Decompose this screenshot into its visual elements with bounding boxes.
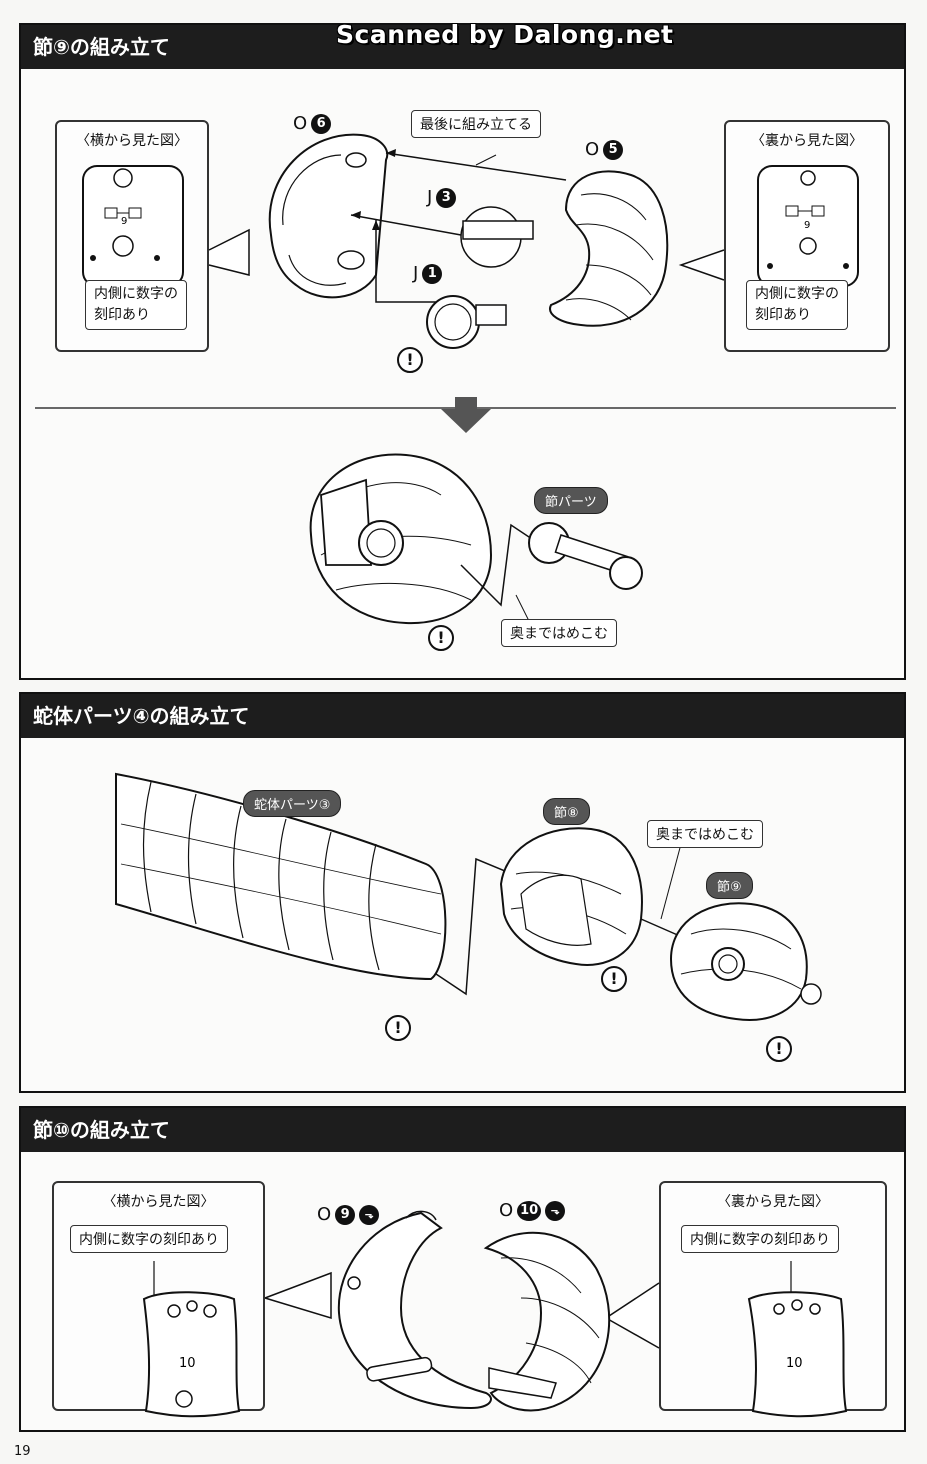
part-O10-label: O 10 ⬎ [499, 1200, 566, 1221]
engraving-note: 内側に数字の刻印あり [70, 1225, 228, 1253]
part-letter: O [293, 113, 308, 134]
side-view-title: 〈横から見た図〉 [76, 133, 188, 149]
section-segment9: 節⑨の組み立て 〈横から見た図〉 9 内側に数字の 刻印あり 〈裏から見た図〉 [19, 23, 906, 680]
push-in-note: 奥まではめこむ [501, 619, 617, 647]
part-number: 6 [311, 113, 332, 134]
part-number: 9 [335, 1204, 356, 1225]
section-title: 節⑨の組み立て [21, 25, 904, 69]
engraving-note: 内側に数字の刻印あり [681, 1225, 839, 1253]
last-assemble-note: 最後に組み立てる [411, 110, 541, 138]
part-number: 3 [436, 187, 457, 208]
page-number: 19 [14, 1444, 31, 1459]
back-view-drawing: 10 [747, 1261, 848, 1418]
part-letter: O [585, 139, 600, 160]
part-letter: J [427, 187, 433, 208]
part-number: 5 [603, 139, 624, 160]
engraving-note: 内側に数字の 刻印あり [746, 280, 848, 330]
engraving-note: 内側に数字の 刻印あり [85, 280, 187, 330]
section-body-part4: 蛇体パーツ④の組み立て 蛇体パーツ③ 節⑧ 奥まではめこむ 節⑨ ! ! ! [19, 692, 906, 1093]
part-O6-label: O 6 [293, 113, 332, 134]
back-view-drawing: 9 [757, 165, 859, 287]
watermark: Scanned by Dalong.net [336, 20, 674, 49]
section-title: 節⑩の組み立て [21, 1108, 904, 1152]
warning-icon: ! [601, 966, 627, 992]
part-letter: O [317, 1204, 332, 1225]
finish-icon: ⬎ [359, 1204, 380, 1225]
segment9-exploded-drawing [35, 133, 896, 409]
side-view-panel: 〈横から見た図〉 9 内側に数字の 刻印あり [55, 120, 209, 352]
joint-part-label: 節パーツ [534, 487, 608, 514]
body-part3-label: 蛇体パーツ③ [243, 790, 342, 817]
push-in-note: 奥まではめこむ [647, 820, 763, 848]
back-view-title: 〈裏から見た図〉 [717, 1194, 829, 1210]
segment9-assembled-drawing [309, 453, 643, 626]
warning-icon: ! [385, 1015, 411, 1041]
segment9-label: 節⑨ [706, 872, 753, 899]
engraved-number: 9 [804, 220, 810, 231]
body-part4-drawing [115, 772, 822, 1021]
part-letter: O [499, 1200, 514, 1221]
part-number: 1 [422, 263, 443, 284]
side-view-title: 〈横から見た図〉 [102, 1194, 215, 1210]
segment10-exploded-drawing [264, 1210, 660, 1412]
warning-icon: ! [397, 347, 423, 373]
back-view-title: 〈裏から見た図〉 [751, 133, 863, 149]
part-O5-label: O 5 [585, 139, 624, 160]
part-number: 10 [517, 1200, 542, 1221]
engraved-number: 9 [121, 216, 127, 227]
part-O9-label: O 9 ⬎ [317, 1204, 380, 1225]
side-view-drawing: 10 [142, 1261, 241, 1418]
engraved-number: 10 [786, 1356, 803, 1371]
section-title: 蛇体パーツ④の組み立て [21, 694, 904, 738]
segment8-label: 節⑧ [543, 798, 590, 825]
side-view-panel: 〈横から見た図〉 内側に数字の刻印あり 10 [52, 1181, 265, 1418]
part-J1-label: J 1 [413, 263, 443, 284]
engraved-number: 10 [179, 1356, 196, 1371]
warning-icon: ! [428, 625, 454, 651]
part-letter: J [413, 263, 419, 284]
section-segment10: 節⑩の組み立て 〈横から見た図〉 内側に数字の刻印あり 10 〈裏から見た図〉 … [19, 1106, 906, 1432]
part-J3-label: J 3 [427, 187, 457, 208]
warning-icon: ! [766, 1036, 792, 1062]
back-view-panel: 〈裏から見た図〉 内側に数字の刻印あり 10 [659, 1181, 887, 1418]
finish-icon: ⬎ [545, 1200, 566, 1221]
down-arrow-icon [441, 397, 491, 433]
back-view-panel: 〈裏から見た図〉 9 内側に数字の 刻印あり [724, 120, 890, 352]
